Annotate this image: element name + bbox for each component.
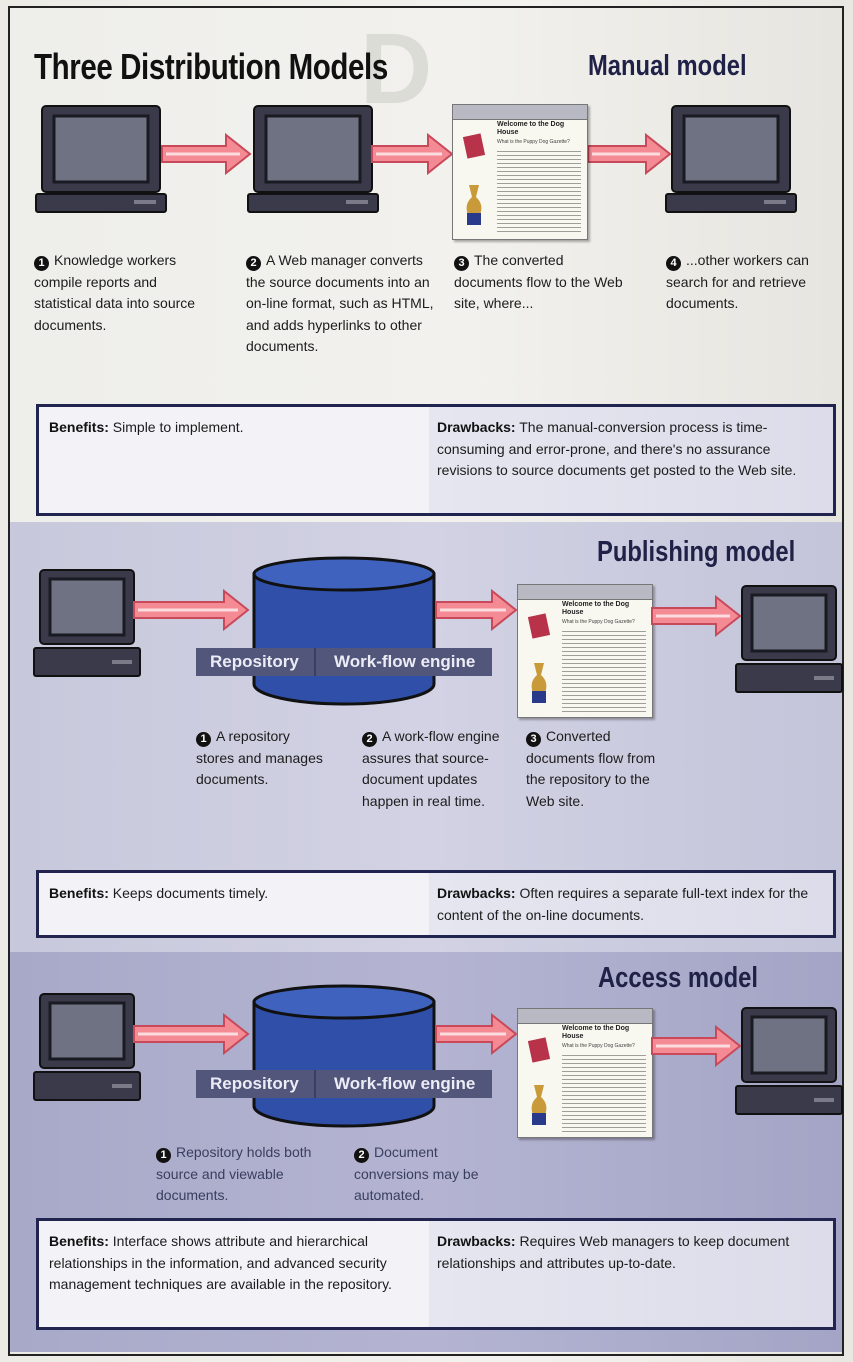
computer-icon [665, 105, 797, 213]
web-page-heading: Welcome to the Dog House [497, 121, 565, 136]
arrow-right-icon [435, 1012, 518, 1056]
book-icon [527, 613, 551, 639]
web-page-thumbnail: Welcome to the Dog House What is the Pup… [517, 584, 653, 718]
web-page-subheading: What is the Puppy Dog Gazette? [562, 619, 635, 625]
web-page-text [497, 151, 581, 235]
publishing-repository-bar: Repository Work-flow engine [196, 648, 492, 676]
arrow-right-icon [651, 594, 742, 638]
database-icon [252, 984, 436, 1128]
outer-frame [8, 6, 844, 1356]
book-icon [462, 133, 486, 159]
arrow-right-icon [435, 588, 518, 632]
manual-drawbacks: Drawbacks: The manual-conversion process… [429, 407, 833, 513]
database-icon [252, 556, 436, 706]
book-icon [527, 1037, 551, 1063]
access-model-heading: Access model [598, 962, 758, 994]
work-flow-engine-label: Work-flow engine [334, 1074, 476, 1093]
vase-icon [466, 185, 482, 225]
publishing-drawbacks: Drawbacks: Often requires a separate ful… [429, 873, 833, 935]
manual-model-heading: Manual model [588, 50, 747, 82]
browser-toolbar [518, 1009, 652, 1024]
publishing-model-heading: Publishing model [597, 536, 796, 568]
figure-title: Three Distribution Models [34, 46, 388, 87]
vase-icon [531, 1085, 547, 1125]
browser-toolbar [518, 585, 652, 600]
web-page-thumbnail: Welcome to the Dog House What is the Pup… [452, 104, 588, 240]
computer-icon [33, 569, 141, 677]
work-flow-engine-label: Work-flow engine [334, 652, 476, 671]
repository-label: Repository [210, 1074, 299, 1093]
arrow-right-icon [587, 132, 672, 176]
computer-icon [247, 105, 379, 213]
vase-icon [531, 663, 547, 703]
browser-toolbar [453, 105, 587, 120]
web-page-thumbnail: Welcome to the Dog House What is the Pup… [517, 1008, 653, 1138]
publishing-benefits: Benefits: Keeps documents timely. [49, 885, 269, 901]
publishing-benefits-drawbacks: Benefits: Keeps documents timely. Drawba… [36, 870, 836, 938]
web-page-subheading: What is the Puppy Dog Gazette? [562, 1043, 635, 1049]
arrow-right-icon [371, 132, 454, 176]
access-benefits: Benefits: Interface shows attribute and … [49, 1233, 392, 1292]
access-benefits-drawbacks: Benefits: Interface shows attribute and … [36, 1218, 836, 1330]
arrow-right-icon [161, 132, 252, 176]
computer-icon [735, 585, 843, 693]
web-page-heading: Welcome to the Dog House [562, 1025, 630, 1040]
manual-step-4: 4...other workers can search for and ret… [666, 252, 809, 311]
computer-icon [35, 105, 167, 213]
web-page-text [562, 631, 646, 713]
web-page-subheading: What is the Puppy Dog Gazette? [497, 139, 570, 145]
computer-icon [735, 1007, 843, 1115]
access-repository-bar: Repository Work-flow engine [196, 1070, 492, 1098]
access-drawbacks: Drawbacks: Requires Web managers to keep… [429, 1221, 833, 1327]
manual-benefits: Benefits: Simple to implement. [49, 419, 244, 435]
arrow-right-icon [133, 1012, 250, 1056]
background-letter: D [360, 13, 432, 125]
computer-icon [33, 993, 141, 1101]
arrow-right-icon [133, 588, 250, 632]
manual-benefits-drawbacks: Benefits: Simple to implement. Drawbacks… [36, 404, 836, 516]
web-page-text [562, 1055, 646, 1133]
arrow-right-icon [651, 1024, 742, 1068]
repository-label: Repository [210, 652, 299, 671]
web-page-heading: Welcome to the Dog House [562, 601, 630, 616]
